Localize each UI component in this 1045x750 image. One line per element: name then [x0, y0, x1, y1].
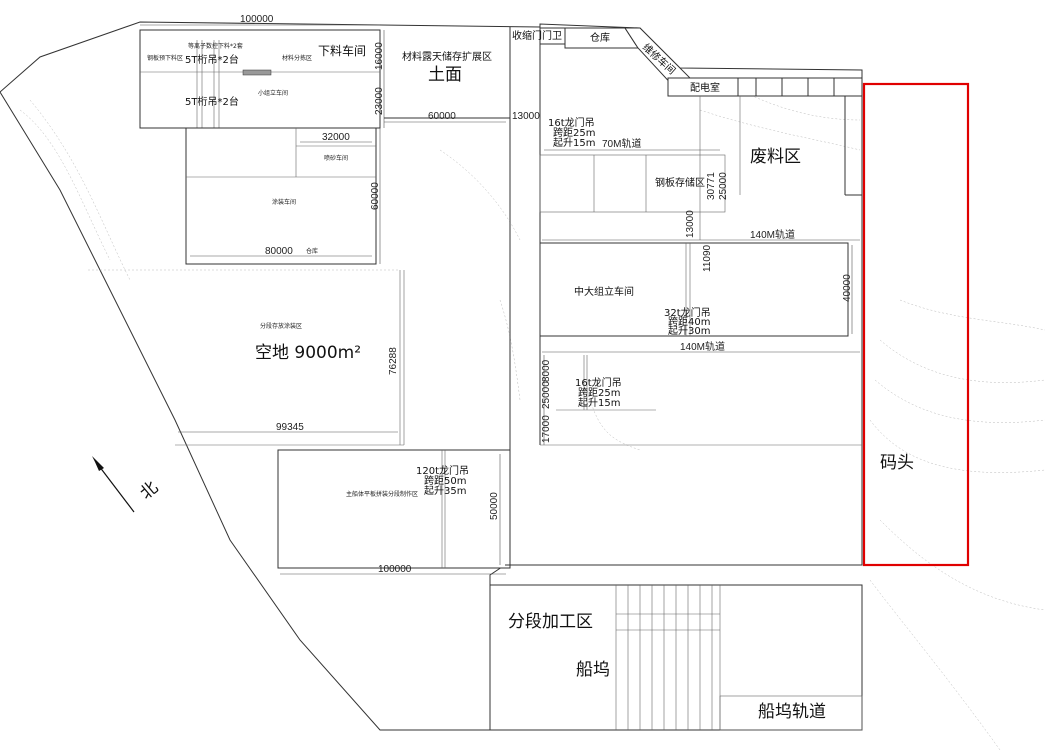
label-zhongda: 中大组立车间 — [574, 285, 634, 298]
label-cailiao-lutian: 材料露天储存扩展区 — [402, 50, 492, 63]
dim-8000: 8000 — [541, 359, 552, 382]
label-feiliao: 废料区 — [750, 147, 801, 167]
label-crane-5t-b: 5T桁吊*2台 — [185, 95, 239, 108]
dim-99345: 99345 — [276, 422, 304, 433]
site-boundary — [0, 21, 863, 731]
dim-13000-b: 13000 — [685, 210, 696, 238]
label-gangban-cunchu: 钢板存储区 — [655, 176, 705, 189]
label-crane-16t-a-1: 16t龙门吊 — [548, 116, 595, 129]
label-rail-70: 70M轨道 — [602, 137, 641, 150]
dim-13000-a: 13000 — [512, 111, 540, 122]
matou-highlight — [862, 82, 970, 567]
dim-23000: 23000 — [374, 87, 385, 115]
label-menwei: 门卫 — [542, 29, 562, 42]
label-kongdi: 空地 9000m² — [255, 343, 361, 363]
dim-50000: 50000 — [489, 492, 500, 520]
label-chuanwu: 船坞 — [576, 660, 610, 680]
zhongda-workshop — [539, 242, 849, 337]
label-peidian: 配电室 — [690, 81, 720, 94]
label-crane-16t-a-2: 跨距25m — [553, 127, 595, 139]
dim-76288: 76288 — [388, 347, 399, 375]
label-xialiao: 下料车间 — [318, 43, 366, 58]
label-crane-16t-a-3: 起升15m — [553, 137, 595, 149]
label-crane-120t-3: 起升35m — [424, 485, 466, 497]
label-zhuchuanti: 主船体平板拼装分段制作区 — [346, 490, 418, 498]
label-cangku: 仓库 — [590, 31, 610, 44]
label-north: 北 — [136, 478, 162, 504]
label-crane-16t-b-1: 16t龙门吊 — [575, 376, 622, 389]
label-crane-16t-b-3: 起升15m — [578, 397, 620, 409]
north-arrow-icon — [92, 456, 135, 513]
label-fenduan-jiagong: 分段加工区 — [508, 612, 593, 632]
label-shousuo: 收缩门 — [512, 29, 542, 42]
dim-100000-top: 100000 — [240, 14, 274, 25]
xialiao-workshop — [139, 29, 381, 129]
dim-11090: 11090 — [702, 244, 713, 272]
dim-32000: 32000 — [322, 132, 350, 143]
label-cangku-small: 仓库 — [306, 247, 318, 255]
label-cailiao-fenjian: 材料分拣区 — [282, 54, 312, 62]
dim-100000-bottom: 100000 — [378, 564, 412, 575]
dim-17000: 17000 — [541, 415, 552, 443]
label-matou: 码头 — [880, 453, 914, 473]
label-rail-140-a: 140M轨道 — [750, 228, 795, 241]
label-crane-16t-b-2: 跨距25m — [578, 387, 620, 399]
label-crane-120t-1: 120t龙门吊 — [416, 464, 469, 477]
label-penpao: 喷砂车间 — [324, 154, 348, 162]
crane-beam-icon — [242, 69, 272, 76]
dim-80000: 80000 — [265, 246, 293, 257]
dim-60000-h: 60000 — [428, 111, 456, 122]
dim-16000: 16000 — [374, 42, 385, 70]
label-fenduan-cunfang: 分段存放涂装区 — [260, 322, 302, 330]
dim-25000-b: 25000 — [541, 381, 552, 409]
dim-60000-v: 60000 — [370, 182, 381, 210]
label-crane-5t-a: 5T桁吊*2台 — [185, 53, 239, 66]
tuzhuang-workshop — [185, 127, 377, 265]
dim-25000-a: 25000 — [718, 172, 729, 200]
dim-40000: 40000 — [842, 274, 853, 302]
label-gangban-yu: 钢板预下料区 — [147, 54, 183, 62]
label-shukong: 等离子数控下料*2套 — [188, 42, 243, 50]
label-crane-120t-2: 跨距50m — [424, 475, 466, 487]
label-tumian: 土面 — [428, 65, 462, 85]
label-rail-140-b: 140M轨道 — [680, 340, 725, 353]
zhuchuanti-area — [277, 449, 511, 569]
label-crane-32t-1: 32t龙门吊 — [664, 306, 711, 319]
shipway-grid — [615, 585, 721, 730]
dim-30771: 30771 — [706, 172, 717, 200]
label-crane-32t-3: 起升30m — [668, 325, 710, 337]
label-crane-32t-2: 跨距40m — [668, 316, 710, 328]
label-tuzhuang: 涂装车间 — [272, 198, 296, 206]
label-xiaozuli: 小组立车间 — [258, 89, 288, 97]
label-chuanwu-guidao: 船坞轨道 — [758, 702, 826, 722]
